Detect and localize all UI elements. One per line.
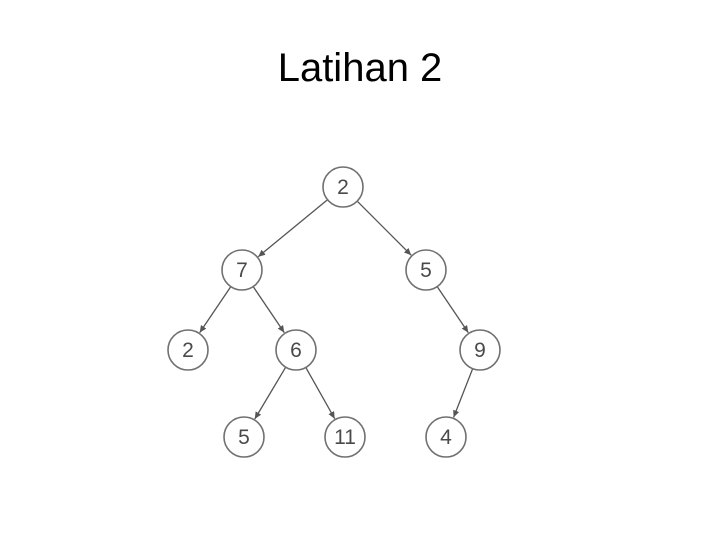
tree-node-value: 11 — [334, 426, 356, 449]
tree-node-n8: 11 — [324, 416, 366, 458]
tree-node-n4: 2 — [167, 329, 209, 371]
tree-node-circle — [324, 416, 366, 458]
tree-node-circle — [167, 329, 209, 371]
tree-edge-n3-n6 — [436, 286, 469, 333]
tree-node-value: 7 — [236, 259, 248, 282]
tree-node-n7: 5 — [223, 416, 265, 458]
tree-node-value: 9 — [474, 339, 486, 362]
tree-node-n2: 7 — [221, 249, 263, 291]
tree-node-n3: 5 — [405, 249, 447, 291]
tree-edges — [199, 199, 474, 420]
tree-edge-n1-n3 — [356, 200, 412, 256]
tree-node-circle — [459, 329, 501, 371]
tree-node-value: 6 — [290, 339, 302, 362]
tree-edge-n2-n4 — [199, 286, 232, 333]
tree-node-n6: 9 — [459, 329, 501, 371]
tree-node-circle — [322, 166, 364, 208]
tree-nodes: 2 7 5 2 6 9 5 11 4 — [167, 166, 501, 458]
tree-node-circle — [405, 249, 447, 291]
tree-node-circle — [275, 329, 317, 371]
tree-node-n1: 2 — [322, 166, 364, 208]
tree-node-circle — [221, 249, 263, 291]
tree-node-value: 4 — [440, 426, 452, 449]
tree-node-value: 2 — [182, 339, 194, 362]
tree-node-n5: 6 — [275, 329, 317, 371]
tree-edge-n2-n5 — [252, 286, 285, 333]
tree-edge-n5-n7 — [254, 366, 287, 420]
tree-node-circle — [425, 416, 467, 458]
tree-node-value: 5 — [420, 259, 432, 282]
tree-node-value: 5 — [238, 426, 250, 449]
tree-node-n9: 4 — [425, 416, 467, 458]
slide-title: Latihan 2 — [277, 46, 443, 90]
tree-edge-n5-n8 — [305, 367, 336, 420]
tree-edge-n6-n9 — [452, 368, 474, 418]
tree-node-value: 2 — [337, 176, 349, 199]
tree-edge-n1-n2 — [257, 199, 328, 258]
tree-node-circle — [223, 416, 265, 458]
